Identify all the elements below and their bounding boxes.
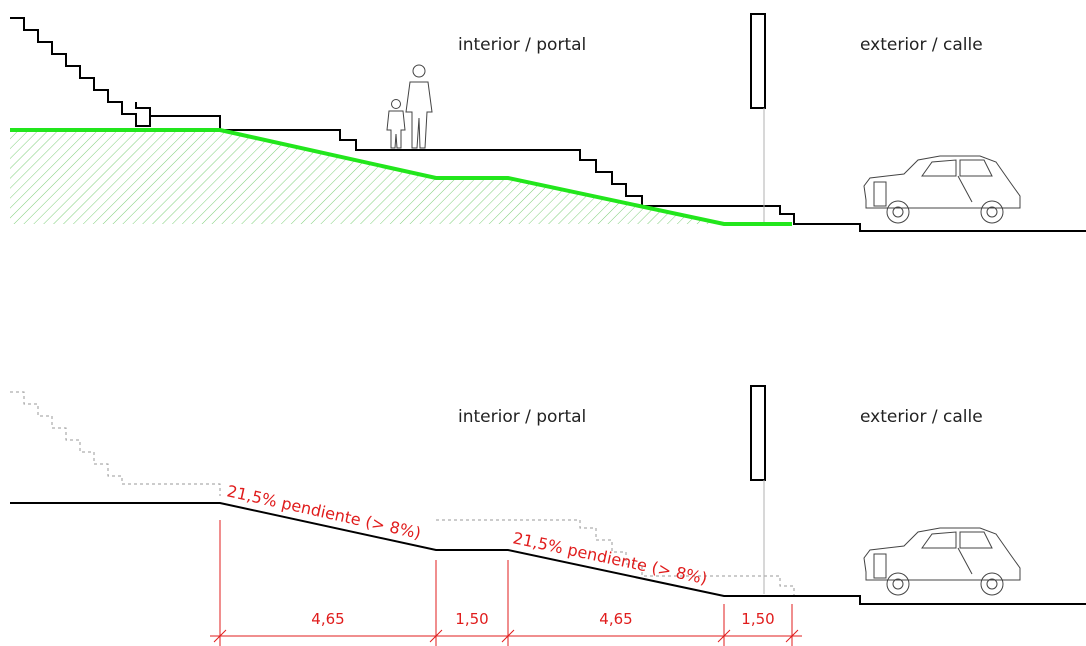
- upper-floor: [220, 129, 1086, 232]
- dimension-label: 4,65: [311, 610, 344, 628]
- top-interior-label: interior / portal: [458, 35, 586, 55]
- door-jamb: [750, 13, 766, 109]
- slope-label-1: 21,5% pendiente (> 8%): [225, 481, 423, 542]
- dimension-label: 1,50: [455, 610, 488, 628]
- bottom-section: 4,65 1,50 4,65 1,50 21,5% pendiente (> 8…: [10, 385, 1086, 646]
- ground-hatch: [10, 130, 724, 224]
- ghost-stair: [10, 391, 221, 496]
- top-exterior-label: exterior / calle: [860, 35, 983, 55]
- bottom-exterior-label: exterior / calle: [860, 407, 983, 427]
- slope-label-2: 21,5% pendiente (> 8%): [511, 528, 709, 588]
- left-stair: [10, 17, 151, 127]
- person-and-child-icon: [386, 64, 433, 149]
- ramp-profile: [10, 502, 1086, 605]
- left-stair-landing: [135, 102, 221, 130]
- dimension-lines: [210, 520, 802, 646]
- ghost-stair-2: [436, 519, 795, 596]
- vintage-car-icon: [863, 155, 1021, 224]
- dimension-label: 4,65: [599, 610, 632, 628]
- ramp-line: [10, 128, 792, 226]
- vintage-car-icon-bottom: [863, 527, 1021, 596]
- top-section: interior / portal exterior / calle: [10, 13, 1086, 232]
- bottom-interior-label: interior / portal: [458, 407, 586, 427]
- dimension-label: 1,50: [741, 610, 774, 628]
- door-jamb-bottom: [750, 385, 766, 481]
